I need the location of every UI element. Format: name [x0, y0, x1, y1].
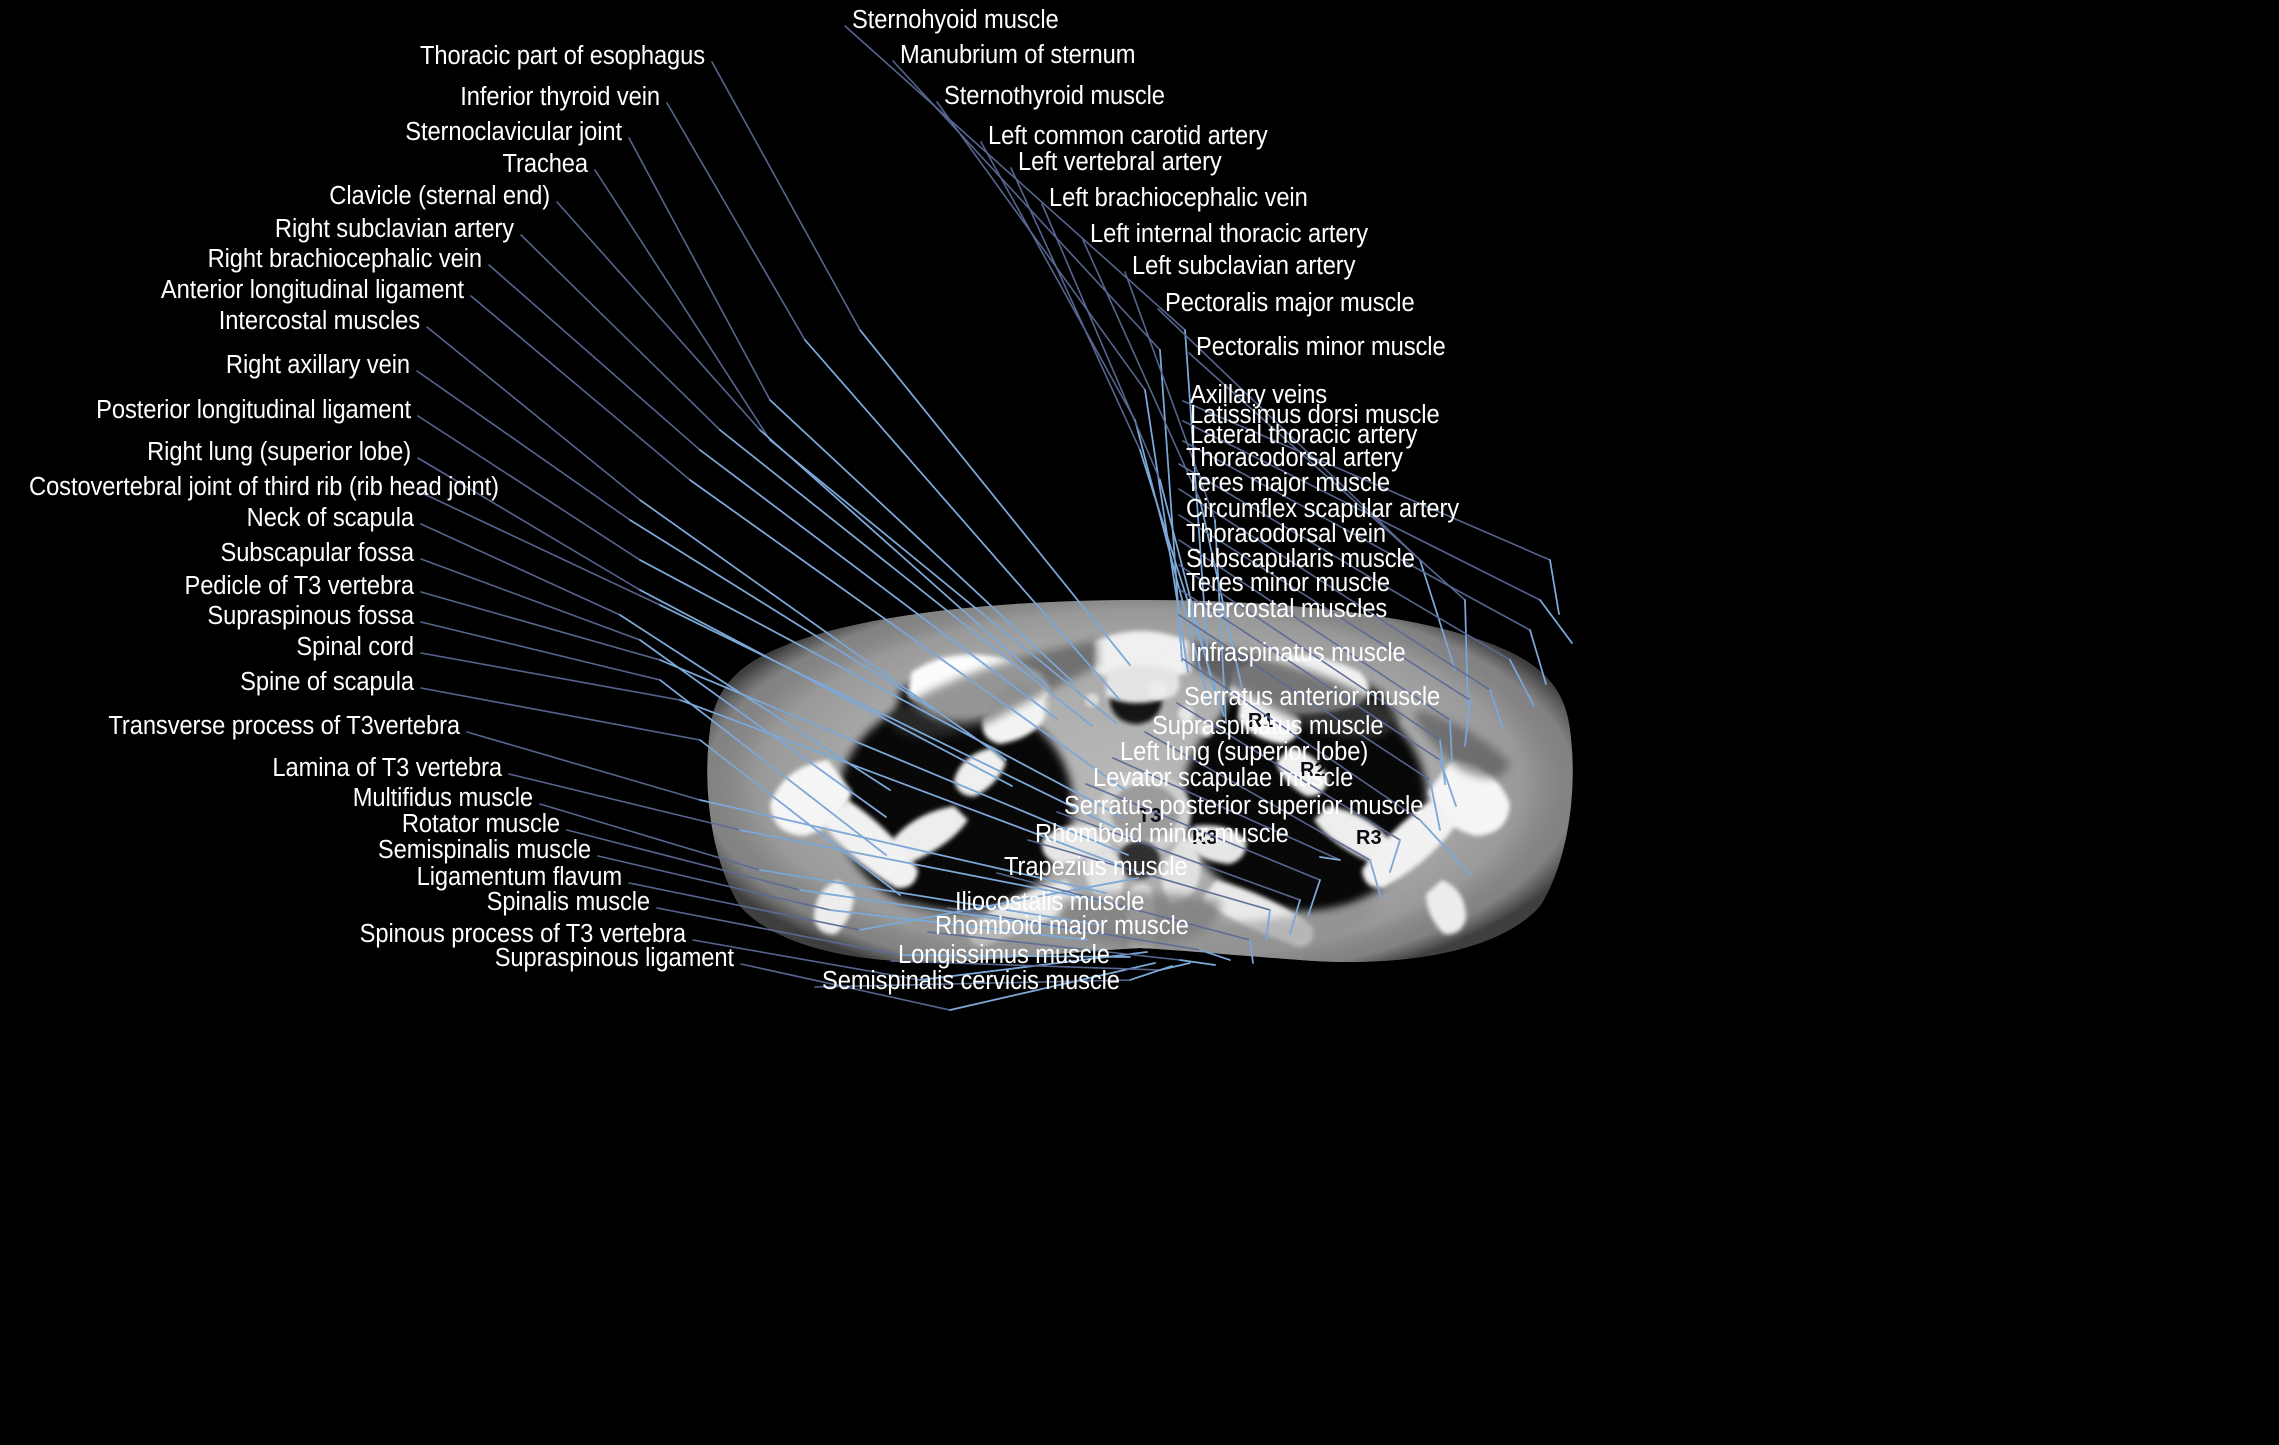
label-spinalis-muscle: Spinalis muscle	[486, 888, 650, 916]
label-supraspinatus-muscle: Supraspinatus muscle	[1152, 712, 1384, 740]
label-neck-of-scapula: Neck of scapula	[246, 504, 414, 532]
label-multifidus-muscle: Multifidus muscle	[352, 784, 533, 812]
label-left-brachiocephalic-vein: Left brachiocephalic vein	[1049, 184, 1308, 212]
label-inferior-thyroid-vein: Inferior thyroid vein	[460, 83, 660, 111]
label-clavicle-sternal-end: Clavicle (sternal end)	[329, 182, 550, 210]
label-subscapular-fossa: Subscapular fossa	[220, 539, 414, 567]
label-subscapularis-muscle: Subscapularis muscle	[1186, 545, 1415, 573]
label-thoracodorsal-artery: Thoracodorsal artery	[1186, 444, 1403, 472]
label-axillary-veins: Axillary veins	[1190, 381, 1328, 409]
label-right-lung-superior-lobe: Right lung (superior lobe)	[147, 438, 412, 466]
label-lateral-thoracic-artery: Lateral thoracic artery	[1190, 421, 1418, 449]
label-longissimus-muscle: Longissimus muscle	[898, 941, 1110, 969]
label-teres-major-muscle: Teres major muscle	[1186, 469, 1390, 497]
label-right-subclavian-artery: Right subclavian artery	[274, 215, 514, 243]
label-semispinalis-muscle: Semispinalis muscle	[377, 836, 591, 864]
label-infraspinatus-muscle: Infraspinatus muscle	[1190, 639, 1406, 667]
label-serratus-anterior-muscle: Serratus anterior muscle	[1184, 683, 1441, 711]
label-iliocostalis-muscle: Iliocostalis muscle	[955, 888, 1145, 916]
label-pedicle-of-t3-vertebra: Pedicle of T3 vertebra	[184, 572, 414, 600]
label-thoracodorsal-vein: Thoracodorsal vein	[1186, 520, 1387, 548]
label-lamina-of-t3-vertebra: Lamina of T3 vertebra	[272, 754, 502, 782]
label-sternothyroid-muscle: Sternothyroid muscle	[944, 82, 1165, 110]
label-left-subclavian-artery: Left subclavian artery	[1132, 252, 1356, 280]
label-teres-minor-muscle: Teres minor muscle	[1186, 569, 1390, 597]
label-spinous-process-of-t3-vertebra: Spinous process of T3 vertebra	[359, 920, 686, 948]
label-supraspinous-ligament: Supraspinous ligament	[494, 944, 734, 972]
label-spinal-cord: Spinal cord	[296, 633, 414, 661]
label-left-common-carotid-artery: Left common carotid artery	[988, 122, 1268, 150]
label-trapezius-muscle: Trapezius muscle	[1004, 853, 1188, 881]
label-semispinalis-cervicis-muscle: Semispinalis cervicis muscle	[822, 967, 1120, 995]
label-sternoclavicular-joint: Sternoclavicular joint	[405, 118, 622, 146]
label-intercostal-muscles-left: Intercostal muscles	[218, 307, 420, 335]
label-spine-of-scapula: Spine of scapula	[240, 668, 414, 696]
ct-marker-r3-left: R3	[1356, 827, 1382, 849]
label-levator-scapulae-muscle: Levator scapulae muscle	[1093, 764, 1354, 792]
label-supraspinous-fossa: Supraspinous fossa	[207, 602, 414, 630]
label-intercostal-muscles-right: Intercostal muscles	[1186, 595, 1388, 623]
label-rhomboid-major-muscle: Rhomboid major muscle	[935, 912, 1189, 940]
label-anterior-longitudinal-ligament: Anterior longitudinal ligament	[160, 276, 464, 304]
label-posterior-longitudinal-ligament: Posterior longitudinal ligament	[96, 396, 412, 424]
label-rotator-muscle: Rotator muscle	[401, 810, 560, 838]
label-latissimus-dorsi-muscle: Latissimus dorsi muscle	[1190, 401, 1440, 429]
label-pectoralis-major-muscle: Pectoralis major muscle	[1165, 289, 1415, 317]
label-ligamentum-flavum: Ligamentum flavum	[416, 863, 622, 891]
label-manubrium-of-sternum: Manubrium of sternum	[900, 41, 1136, 69]
label-circumflex-scapular-artery: Circumflex scapular artery	[1186, 495, 1460, 523]
label-left-internal-thoracic-artery: Left internal thoracic artery	[1090, 220, 1369, 248]
label-left-lung-superior-lobe: Left lung (superior lobe)	[1120, 738, 1369, 766]
label-sternohyoid-muscle: Sternohyoid muscle	[852, 6, 1059, 34]
label-right-brachiocephalic-vein: Right brachiocephalic vein	[207, 245, 483, 273]
label-transverse-process-of-t3vertebra: Transverse process of T3vertebra	[108, 712, 461, 740]
label-left-vertebral-artery: Left vertebral artery	[1018, 148, 1222, 176]
label-serratus-posterior-superior-muscle: Serratus posterior superior muscle	[1064, 792, 1424, 820]
label-trachea: Trachea	[502, 150, 589, 178]
label-costovertebral-joint-third-rib: Costovertebral joint of third rib (rib h…	[29, 473, 499, 501]
label-right-axillary-vein: Right axillary vein	[225, 351, 410, 379]
label-pectoralis-minor-muscle: Pectoralis minor muscle	[1196, 333, 1446, 361]
label-thoracic-part-of-esophagus: Thoracic part of esophagus	[420, 42, 705, 70]
label-rhomboid-minor-muscle: Rhomboid minor muscle	[1035, 820, 1289, 848]
